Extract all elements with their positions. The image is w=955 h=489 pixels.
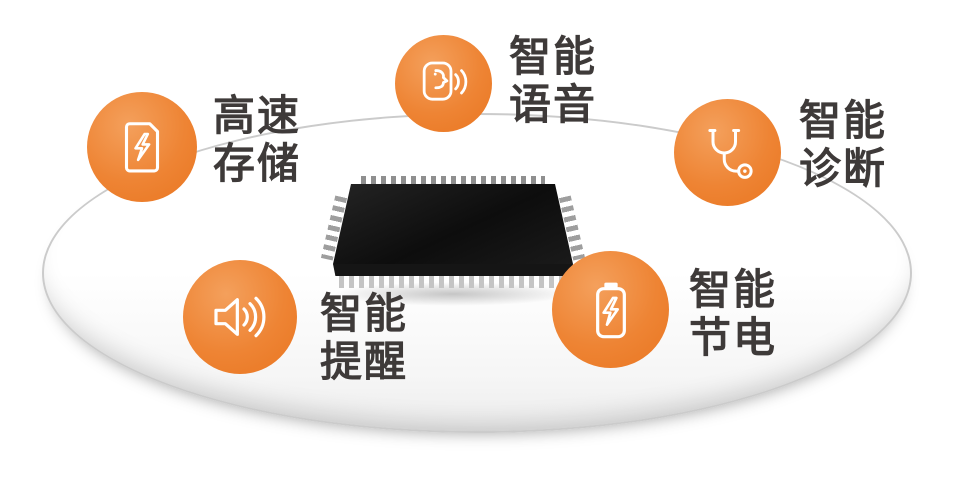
chip-front-pins	[339, 276, 567, 288]
chip-illustration	[320, 176, 586, 308]
battery-lightning-icon	[595, 282, 626, 338]
speaking-face-icon	[422, 61, 467, 101]
storage-bubble	[87, 92, 197, 202]
power-bubble	[552, 251, 669, 368]
voice-label-line1: 智能	[509, 33, 598, 80]
reminder-label-line1: 智能	[320, 290, 409, 337]
reminder-label: 智能 提醒	[320, 290, 408, 386]
storage-label: 高速 存储	[213, 92, 301, 188]
diagnosis-label-line1: 智能	[799, 97, 888, 144]
voice-label: 智能 语音	[509, 33, 597, 129]
power-label-line2: 节电	[689, 314, 778, 361]
reminder-bubble	[183, 260, 297, 374]
voice-label-line2: 语音	[509, 81, 598, 128]
speaker-icon	[214, 296, 266, 338]
power-label: 智能 节电	[689, 266, 777, 362]
memory-card-lightning-icon	[124, 122, 160, 173]
stethoscope-icon	[707, 128, 753, 179]
reminder-label-line2: 提醒	[320, 338, 409, 385]
diagnosis-label-line2: 诊断	[799, 145, 888, 192]
storage-label-line2: 存储	[213, 140, 302, 187]
chip-side-face	[333, 264, 573, 276]
diagnosis-bubble	[674, 99, 781, 206]
diagnosis-label: 智能 诊断	[799, 97, 887, 193]
power-label-line1: 智能	[689, 266, 778, 313]
voice-bubble	[395, 35, 492, 132]
storage-label-line1: 高速	[213, 92, 302, 139]
chip-back-pins	[361, 176, 545, 186]
chip-top-face	[333, 184, 573, 264]
